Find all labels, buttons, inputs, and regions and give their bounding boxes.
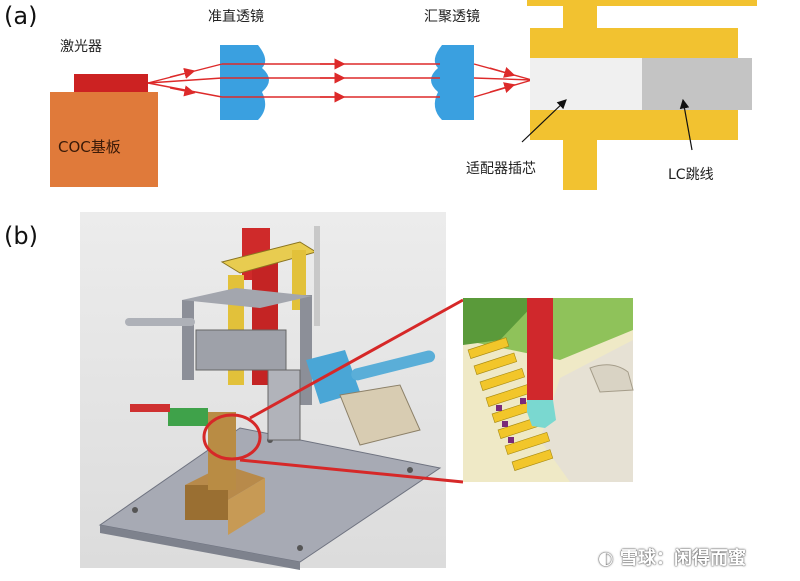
lc-pointer xyxy=(679,98,693,151)
zoom-inset xyxy=(463,298,634,482)
zoom-region-marker xyxy=(202,413,262,461)
lc-label: LC跳线 xyxy=(668,167,714,183)
focusing-lens xyxy=(431,45,474,120)
focusing-lens-label: 汇聚透镜 xyxy=(424,9,480,25)
zoom-connector-top xyxy=(249,298,464,420)
panel-a-tag: (a) xyxy=(4,2,38,30)
fiber-adapter xyxy=(527,0,757,190)
ferrule-pointer xyxy=(521,99,567,143)
laser-chip xyxy=(74,74,148,92)
collimating-lens-label: 准直透镜 xyxy=(208,9,264,25)
ferrule-label: 适配器插芯 xyxy=(466,161,536,177)
collimating-lens xyxy=(220,45,269,120)
coc-label: COC基板 xyxy=(58,138,121,156)
adapter-ferrule xyxy=(530,58,642,110)
watermark: ◐ 雪球：闲得而蜜 xyxy=(598,544,746,570)
snowball-logo-icon: ◐ xyxy=(598,548,614,569)
zoom-connector-bottom xyxy=(239,458,464,484)
laser-beam xyxy=(147,58,533,103)
lc-patch-cord xyxy=(642,58,752,110)
panel-b-tag: (b) xyxy=(4,222,38,250)
watermark-text: 雪球：闲得而蜜 xyxy=(620,548,746,569)
coc-substrate xyxy=(50,92,158,187)
assembly-render xyxy=(98,226,442,570)
laser-label: 激光器 xyxy=(60,39,102,55)
